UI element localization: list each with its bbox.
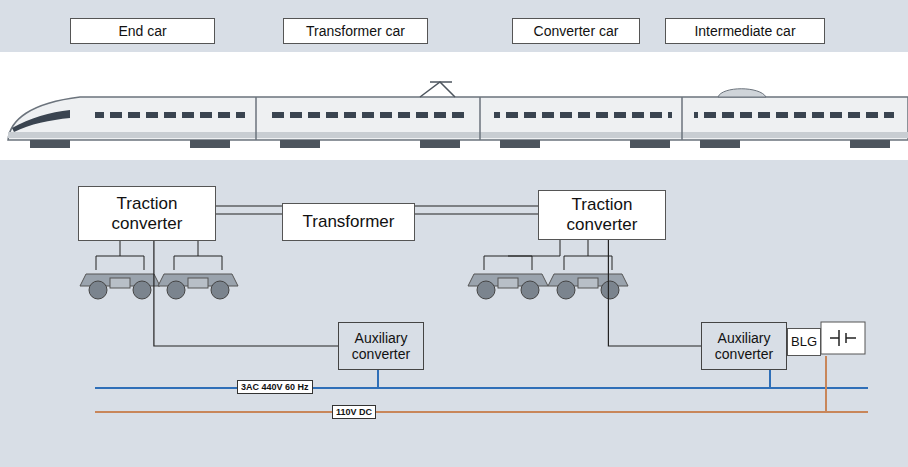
node-text: Transformer car [306, 23, 405, 39]
node-text: Auxiliary converter [343, 330, 419, 362]
node-text: Intermediate car [694, 23, 795, 39]
node-box: BLG [787, 328, 821, 356]
connector [154, 241, 338, 346]
node-text: Converter car [534, 23, 619, 39]
node-box: Auxiliary converter [338, 322, 424, 370]
node-box: Transformer car [283, 18, 428, 44]
node-text: Transformer [303, 212, 395, 232]
node-text: BLG [791, 335, 817, 350]
node-text: Auxiliary converter [706, 330, 782, 362]
node-box: Converter car [512, 18, 640, 44]
node-text: Traction converter [83, 194, 211, 233]
connector [415, 206, 538, 214]
node-box: End car [70, 18, 215, 44]
node-text: End car [118, 23, 166, 39]
node-box: Transformer [282, 203, 415, 241]
node-box: Traction converter [78, 186, 216, 241]
connector [216, 206, 282, 214]
node-box: Intermediate car [665, 18, 825, 44]
node-text: Traction converter [543, 195, 661, 234]
node-box: Auxiliary converter [701, 322, 787, 370]
bus-label: 3AC 440V 60 Hz [237, 380, 313, 394]
connector [608, 240, 701, 346]
node-box: Traction converter [538, 190, 666, 240]
bus-label: 110V DC [332, 405, 376, 419]
